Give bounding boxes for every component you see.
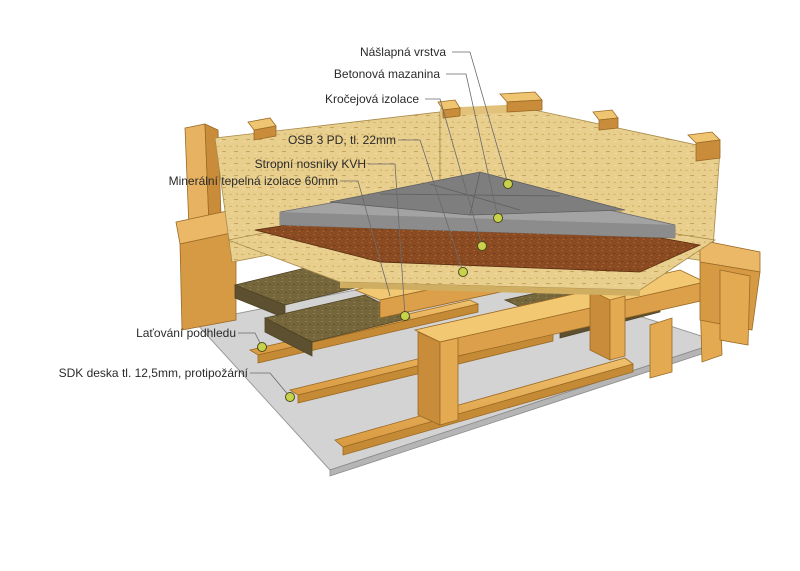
right-beam-stack bbox=[699, 239, 761, 346]
floor-finish-tiles bbox=[329, 171, 626, 216]
marker-sdk bbox=[285, 392, 295, 402]
layer-labels: Nášlapná vrstva Betonová mazanina Kročej… bbox=[59, 45, 447, 380]
marker-krocejova bbox=[477, 241, 487, 251]
marker-naslapna bbox=[503, 179, 513, 189]
label-mineralni: Minerální tepelná izolace 60mm bbox=[169, 174, 338, 188]
label-nosniky: Stropní nosníky KVH bbox=[255, 157, 366, 171]
label-krocejova: Kročejová izolace bbox=[325, 92, 419, 106]
label-osb: OSB 3 PD, tl. 22mm bbox=[288, 133, 396, 147]
marker-latovani bbox=[257, 342, 267, 352]
top-posts bbox=[247, 91, 721, 162]
marker-osb bbox=[458, 267, 468, 277]
label-naslapna: Nášlapná vrstva bbox=[360, 45, 446, 59]
label-sdk: SDK deska tl. 12,5mm, protipožární bbox=[59, 366, 249, 380]
label-betonova: Betonová mazanina bbox=[334, 67, 440, 81]
label-latovani: Laťování podhledu bbox=[136, 326, 236, 340]
marker-nosniky bbox=[400, 311, 410, 321]
leader-lines bbox=[238, 51, 509, 398]
marker-betonova bbox=[493, 213, 503, 223]
layer-markers bbox=[257, 179, 513, 402]
